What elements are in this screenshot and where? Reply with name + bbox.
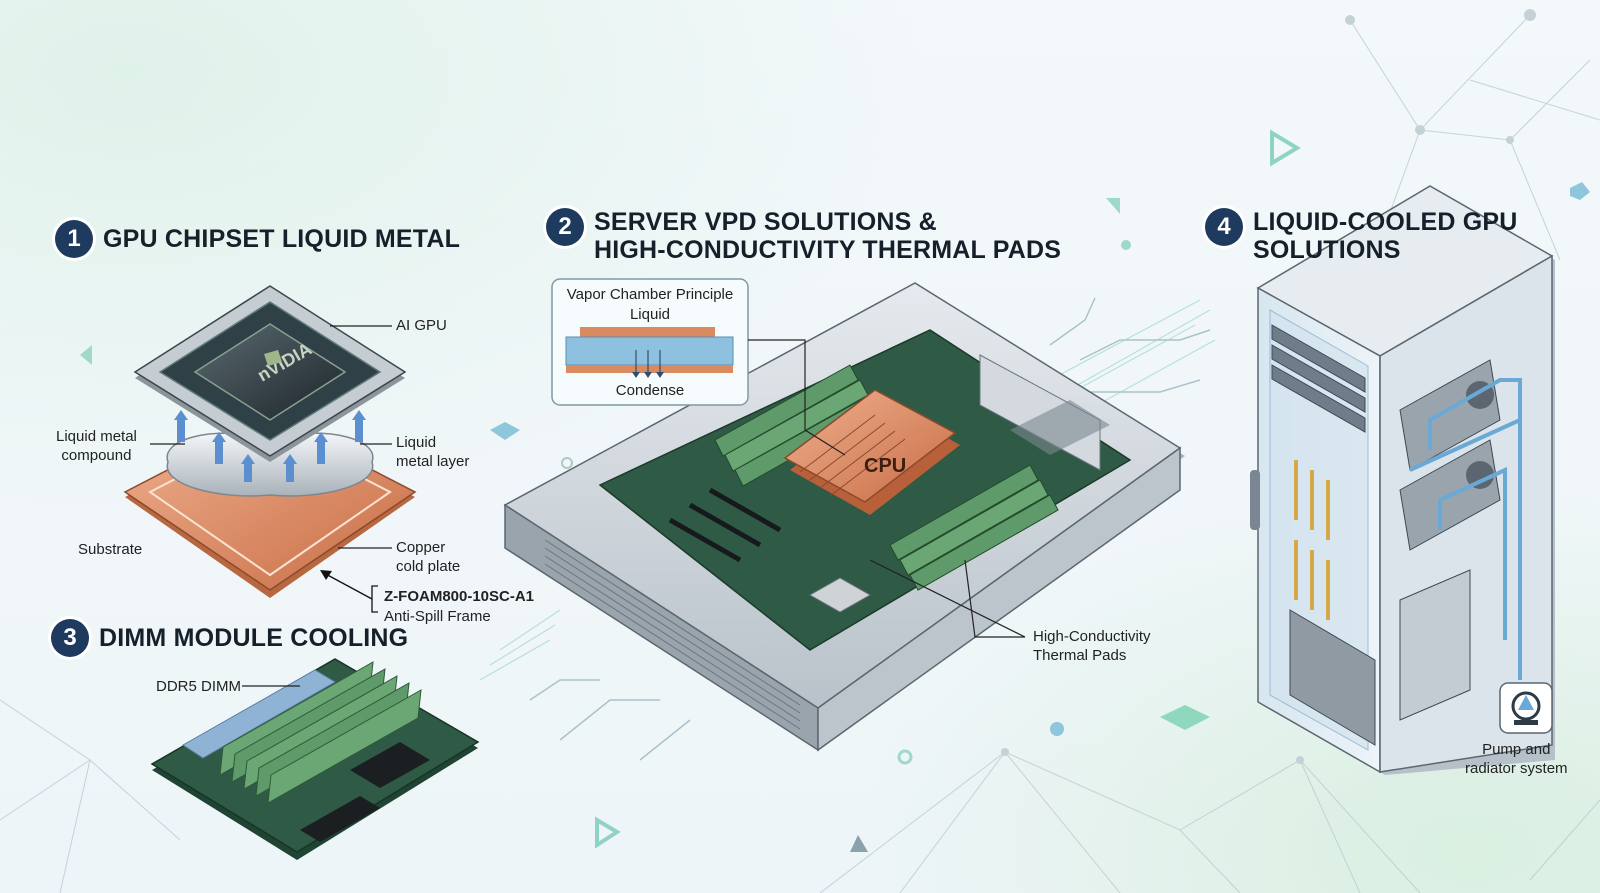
section-2-heading: 2 SERVER VPD SOLUTIONS & HIGH-CONDUCTIVI… xyxy=(546,208,1061,264)
gpu-chip: nVIDIA xyxy=(133,285,407,462)
decorative-shapes xyxy=(80,129,1590,852)
ai-gpu-label: AI GPU xyxy=(396,317,447,334)
coolant-pipes xyxy=(1409,378,1522,680)
copper-cold-plate-label: Copper cold plate xyxy=(396,539,461,575)
rack-servers xyxy=(1271,324,1366,433)
vapor-chamber-condense-label: Condense xyxy=(615,382,685,399)
dimm-sticks xyxy=(219,661,422,804)
speed-lines xyxy=(479,299,1216,681)
dimm-board-illustration xyxy=(150,658,480,860)
frame-model-label: Z-FOAM800-10SC-A1 xyxy=(384,588,535,605)
pump-radiator-label: Pump and radiator system xyxy=(1465,741,1568,777)
section-4-heading: 4 LIQUID-COOLED GPU SOLUTIONS xyxy=(1205,208,1518,264)
section-3-heading: 3 DIMM MODULE COOLING xyxy=(51,619,408,657)
frame-description-label: Anti-Spill Frame xyxy=(384,608,491,625)
liquid-metal-layer-label: Liquid metal layer xyxy=(396,434,470,470)
cpu-heatsink xyxy=(783,389,960,515)
substrate-label: Substrate xyxy=(78,541,143,558)
section-4-title: LIQUID-COOLED GPU SOLUTIONS xyxy=(1253,208,1518,264)
section-1-badge: 1 xyxy=(55,220,93,258)
leader-lines xyxy=(150,325,1526,700)
section-1-heading: 1 GPU CHIPSET LIQUID METAL xyxy=(55,220,460,258)
section-3-badge: 3 xyxy=(51,619,89,657)
cpu-label: CPU xyxy=(864,455,907,477)
vapor-chamber-inset xyxy=(551,278,749,406)
frame-pointer xyxy=(321,571,378,613)
gpu-assembly-illustration: nVIDIA xyxy=(123,285,417,598)
pump-icon xyxy=(1499,682,1553,734)
vapor-chamber-liquid-label: Liquid xyxy=(629,306,671,323)
server-rack-illustration xyxy=(1250,185,1555,775)
section-2-title: SERVER VPD SOLUTIONS & HIGH-CONDUCTIVITY… xyxy=(594,208,1062,264)
ddr5-dimm-label: DDR5 DIMM xyxy=(156,678,241,695)
nvidia-eye-logo xyxy=(264,350,282,366)
vapor-chamber-title: Vapor Chamber Principle xyxy=(566,286,734,303)
circuit-traces xyxy=(529,297,1211,761)
liquid-metal-compound-label: Liquid metal compound xyxy=(56,428,137,464)
server-chassis-illustration xyxy=(503,282,1185,752)
section-1-title: GPU CHIPSET LIQUID METAL xyxy=(103,225,461,253)
section-4-badge: 4 xyxy=(1205,208,1243,246)
background-dots xyxy=(1001,9,1536,764)
section-3-title: DIMM MODULE COOLING xyxy=(99,624,409,652)
thermal-pads-label: High-Conductivity Thermal Pads xyxy=(1033,628,1151,664)
heat-arrows xyxy=(174,410,366,482)
section-2-badge: 2 xyxy=(546,208,584,246)
